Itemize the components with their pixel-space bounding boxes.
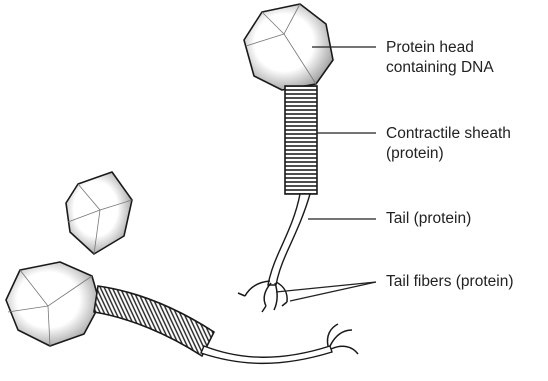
detached-head [66,172,132,254]
upright-phage [238,4,333,312]
label-sheath-line2: (protein) [386,144,511,164]
lying-tail-tube [201,346,332,363]
label-tail-text: Tail (protein) [386,209,471,229]
lying-phage [6,262,358,363]
lying-head [6,262,100,346]
label-tail-fibers: Tail fibers (protein) [386,272,514,292]
label-sheath-line1: Contractile sheath [386,124,511,144]
label-head-line2: containing DNA [386,58,494,78]
leader-fibers [276,282,376,292]
label-contractile-sheath: Contractile sheath (protein) [386,124,511,164]
tail-tube [268,194,310,285]
tail-fibers [238,281,287,312]
label-head-line1: Protein head [386,38,494,58]
lying-tail-fibers [327,324,358,354]
label-tail: Tail (protein) [386,209,471,229]
label-protein-head: Protein head containing DNA [386,38,494,78]
label-fibers-text: Tail fibers (protein) [386,272,514,292]
lying-sheath [94,286,214,356]
contractile-sheath [285,86,317,194]
leader-fibers-2 [290,282,376,301]
